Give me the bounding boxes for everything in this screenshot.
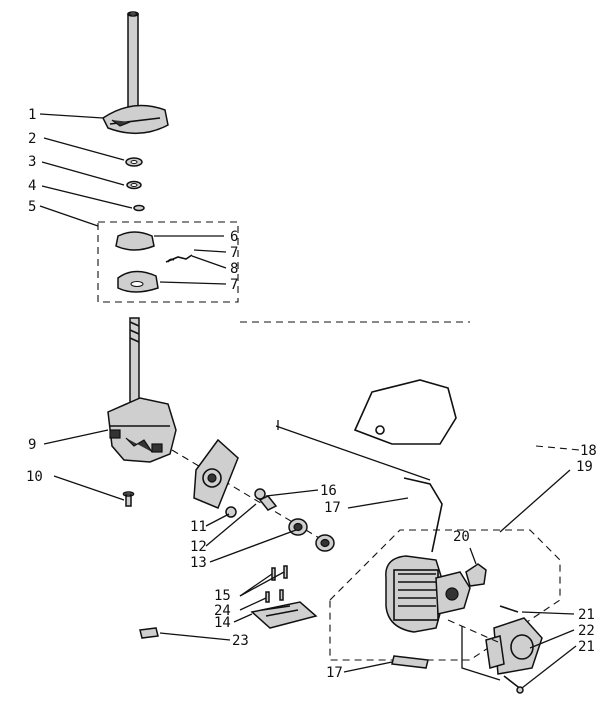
capacitor-wire-line <box>461 626 501 681</box>
part-16-coupler <box>254 488 278 511</box>
callout-23: 23 <box>232 633 249 649</box>
part-21-screws <box>499 605 524 694</box>
callout-9: 9 <box>28 437 36 453</box>
callout-leaders <box>39 113 581 689</box>
part-17-harness <box>403 477 443 553</box>
callout-21-lower: 21 <box>578 639 595 655</box>
callout-5: 5 <box>28 199 36 215</box>
callout-13: 13 <box>190 555 207 571</box>
part-17-bracket <box>391 655 429 669</box>
callout-4: 4 <box>28 178 36 194</box>
part-6-ring <box>115 231 155 251</box>
callout-24: 24 <box>214 603 231 619</box>
callout-19: 19 <box>576 459 593 475</box>
part-12-mount-plate <box>193 438 239 509</box>
part-5-kit-box <box>97 221 239 303</box>
callout-6: 6 <box>230 229 238 245</box>
callout-20: 20 <box>453 529 470 545</box>
motor <box>385 555 471 633</box>
lower-shaft <box>129 317 140 409</box>
callout-2: 2 <box>28 131 36 147</box>
callout-21-upper: 21 <box>578 607 595 623</box>
callout-22: 22 <box>578 623 595 639</box>
callout-8: 8 <box>230 261 238 277</box>
callout-11: 11 <box>190 519 207 535</box>
part-1-hub <box>102 104 169 134</box>
callout-3: 3 <box>28 154 36 170</box>
drive-axis-line <box>171 449 337 549</box>
part-19-motor-box <box>329 529 561 661</box>
motor-axis-line <box>275 425 431 481</box>
callout-15: 15 <box>214 588 231 604</box>
callout-labels: 1 2 3 4 5 6 7 8 7 9 10 11 12 13 14 15 16… <box>26 107 597 681</box>
part-14-base-plate <box>250 601 318 629</box>
callout-17-upper: 17 <box>324 500 341 516</box>
part-10-bolt <box>122 491 135 507</box>
callout-18: 18 <box>580 443 597 459</box>
part-4-clip <box>133 204 145 212</box>
bracket-axis-line <box>447 619 499 643</box>
callout-7-lower: 7 <box>230 277 238 293</box>
callout-12: 12 <box>190 539 207 555</box>
callout-17-lower: 17 <box>326 665 343 681</box>
callout-1: 1 <box>28 107 36 123</box>
part-9-gearcase <box>107 397 177 463</box>
part-23-pin <box>139 627 159 639</box>
part-24-washers <box>265 589 284 603</box>
callout-10: 10 <box>26 469 43 485</box>
part-3-washer <box>126 180 142 190</box>
part-20-terminal <box>465 563 487 587</box>
callout-16: 16 <box>320 483 337 499</box>
part-2-washer <box>125 157 143 167</box>
upper-shaft <box>127 11 139 120</box>
part-18-shield <box>353 379 457 445</box>
callout-14: 14 <box>214 615 231 631</box>
part-22-capacitor-bracket <box>485 617 543 675</box>
callout-7-upper: 7 <box>230 245 238 261</box>
